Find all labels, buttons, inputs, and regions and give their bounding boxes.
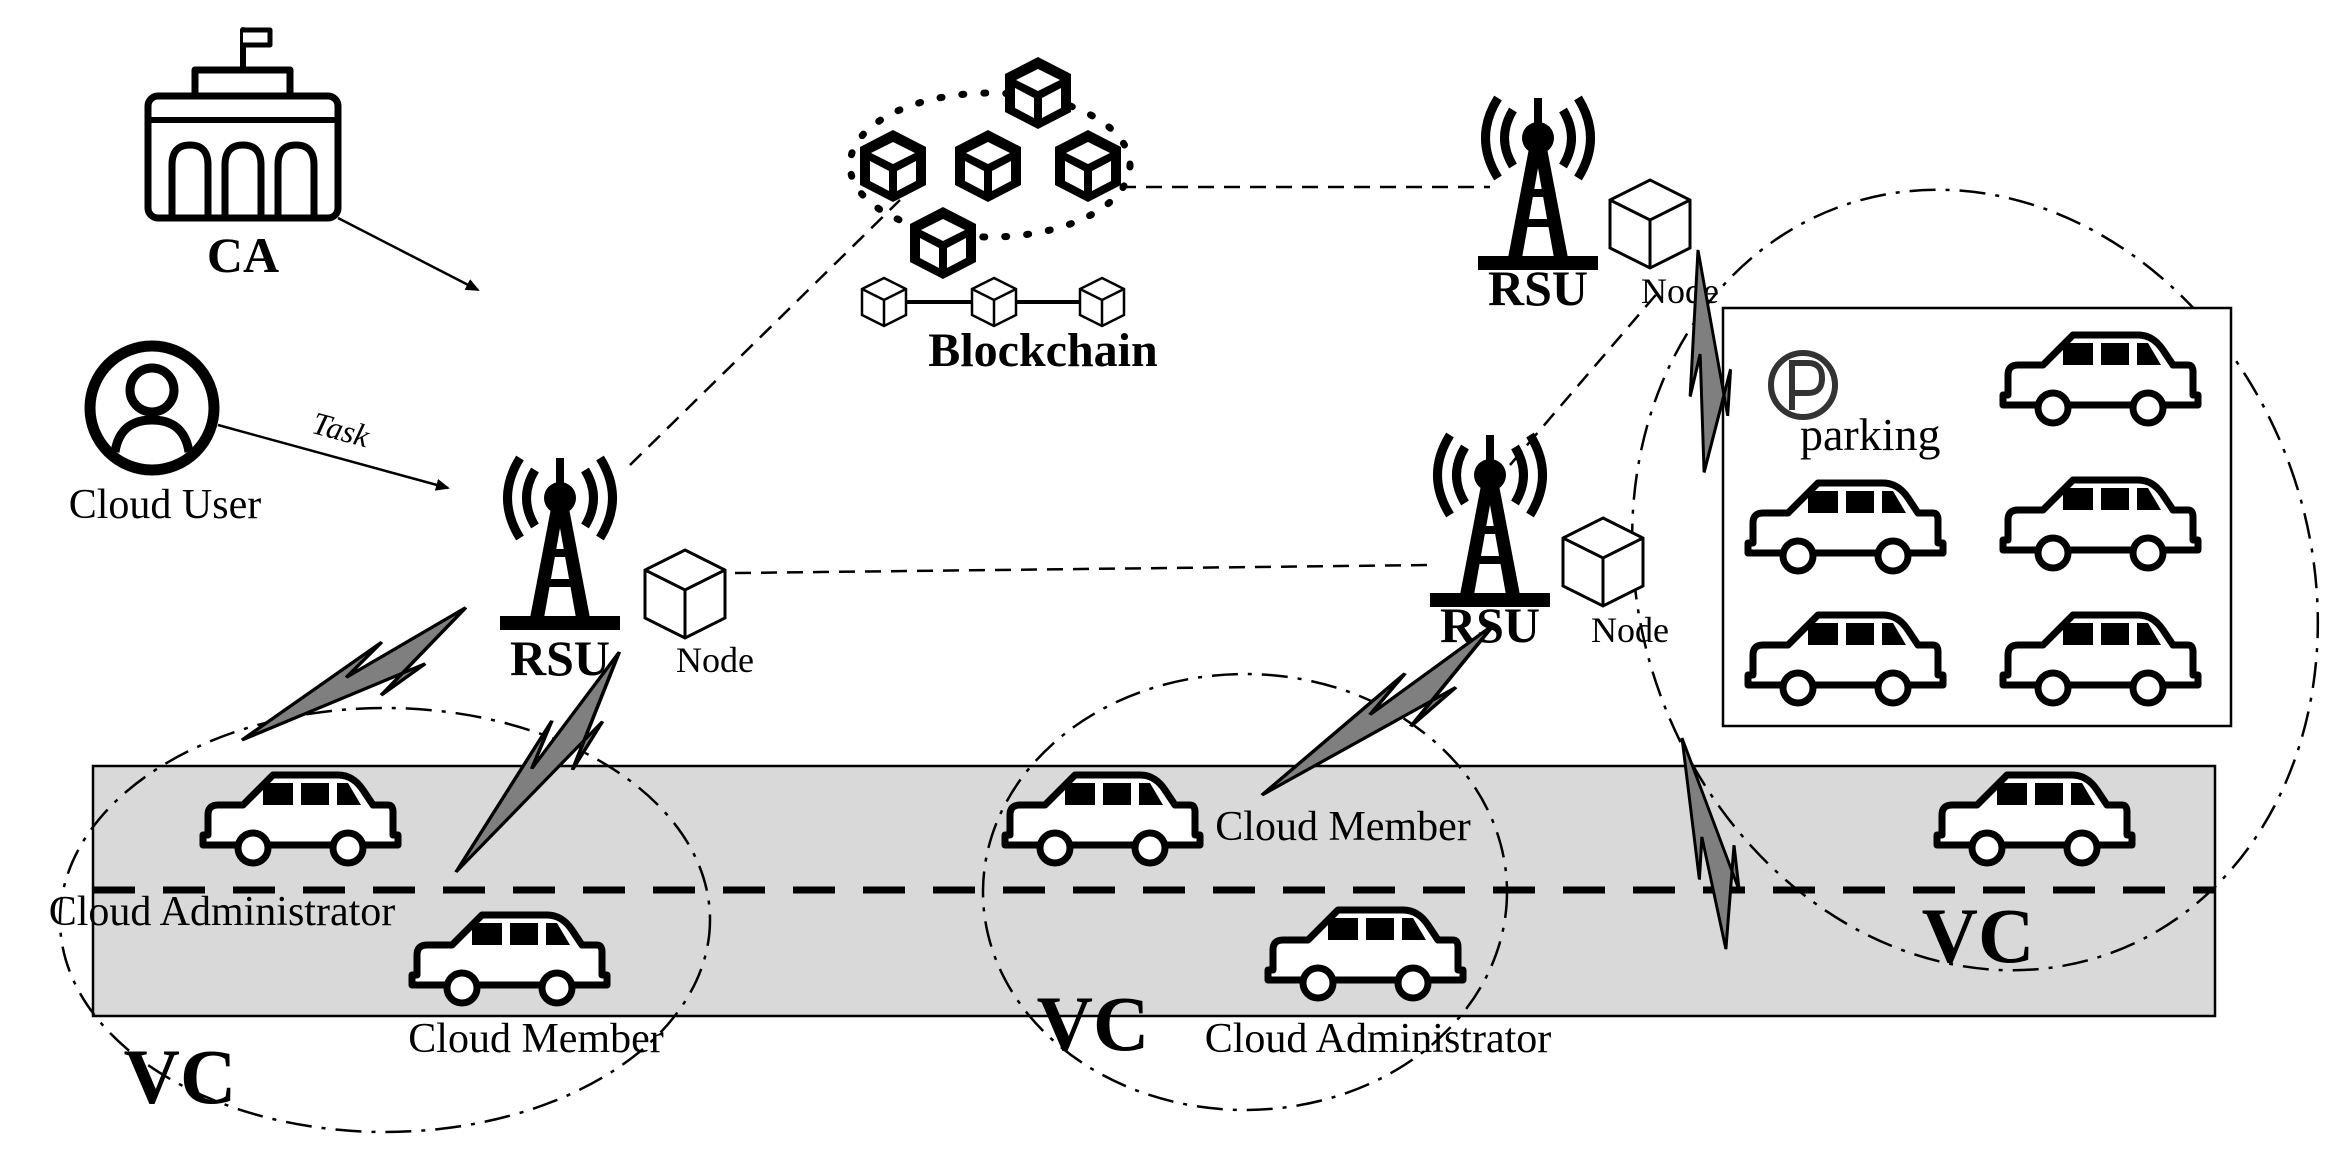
- node-mid-label: Node: [1591, 610, 1669, 650]
- blockchain-block-icon: [860, 130, 926, 202]
- cloud-admin-left-label: Cloud Administrator: [49, 889, 396, 935]
- vc-right-circle: [1630, 188, 2320, 972]
- node-cube-icon: [1561, 516, 1645, 608]
- blockchain-block-icon: [910, 207, 976, 279]
- vc-mid-label: VC: [1037, 980, 1150, 1067]
- chain-block-icon: [860, 276, 908, 328]
- cloud-admin-mid-label: Cloud Administrator: [1205, 1016, 1552, 1062]
- blockchain-cluster: [846, 57, 1134, 328]
- blockchain-block-icon: [955, 130, 1021, 202]
- rsu-tower-icon: [500, 458, 620, 630]
- blockchain-block-icon: [1005, 57, 1071, 129]
- ca-label: CA: [207, 227, 279, 283]
- chain-block-icon: [1078, 276, 1126, 328]
- rsu-mid-label: RSU: [1440, 597, 1540, 653]
- task-arrow: [217, 423, 450, 491]
- cloud-user-label: Cloud User: [69, 482, 262, 528]
- cloud-member-mid-label: Cloud Member: [1215, 804, 1470, 850]
- wireless-link-icon: [226, 605, 482, 742]
- user-icon: [84, 340, 220, 476]
- task-label: Task: [308, 405, 374, 455]
- ca-arrow: [337, 216, 480, 292]
- rsu-left-label: RSU: [510, 630, 610, 686]
- blockchain-label: Blockchain: [928, 324, 1157, 377]
- rsu-tower-icon: [1430, 435, 1550, 607]
- rsu-top-label: RSU: [1488, 260, 1588, 316]
- node-cube-icon: [1608, 178, 1692, 270]
- rsu-tower-icon: [1478, 98, 1598, 270]
- node-left-label: Node: [676, 640, 754, 680]
- vc-left-label: VC: [124, 1033, 237, 1120]
- parking-label: parking: [1800, 409, 1941, 460]
- chain-block-icon: [970, 276, 1018, 328]
- cloud-member-left-label: Cloud Member: [408, 1016, 663, 1062]
- ca-building-icon: [144, 27, 342, 222]
- vc-right-label: VC: [1922, 892, 2035, 979]
- node-cube-icon: [643, 548, 727, 640]
- vc-left-circle: [58, 706, 712, 1134]
- vc-mid-circle: [981, 672, 1509, 1112]
- parking-sign-icon: [1768, 350, 1838, 420]
- network-links: [629, 185, 1661, 575]
- blockchain-block-icon: [1055, 130, 1121, 202]
